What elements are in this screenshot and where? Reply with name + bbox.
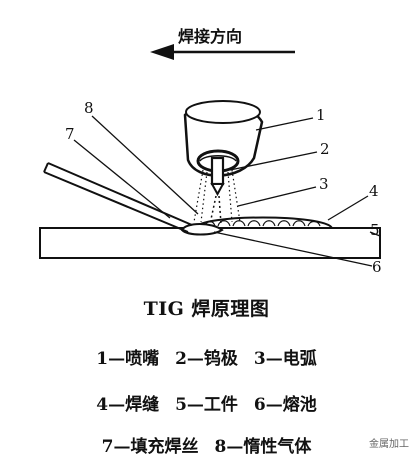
legend-item-inert-gas: 8—惰性气体	[214, 437, 312, 457]
part-number-8: 8	[84, 99, 94, 117]
legend-item-workpiece: 5—工件	[175, 395, 238, 415]
legend-row: 4—焊缝 5—工件 6—熔池	[0, 390, 413, 415]
diagram-title: TIG 焊原理图	[143, 298, 270, 320]
legend-item-nozzle: 1—喷嘴	[96, 349, 160, 369]
legend-item-tungsten: 2—钨极	[175, 349, 238, 369]
part-number-3: 3	[319, 175, 329, 193]
tig-welding-diagram: 焊接方向	[39, 27, 382, 276]
legend-item-arc: 3—电弧	[253, 349, 317, 369]
part-number-1: 1	[316, 106, 326, 124]
leader-lines	[73, 115, 381, 267]
legend-row: 7—填充焊丝 8—惰性气体	[0, 432, 413, 457]
welding-direction-label: 焊接方向	[178, 27, 242, 46]
tungsten-electrode	[210, 156, 225, 197]
welding-direction-arrow	[150, 44, 295, 60]
part-number-4: 4	[369, 182, 379, 200]
legend-row: 1—喷嘴 2—钨极 3—电弧	[0, 344, 413, 369]
part-number-2: 2	[320, 140, 330, 158]
legend-item-weld: 4—焊缝	[96, 395, 160, 415]
part-number-6: 6	[372, 258, 382, 276]
watermark: 金属加工	[369, 439, 409, 450]
part-number-5: 5	[370, 221, 380, 239]
legend-item-filler-wire: 7—填充焊丝	[101, 437, 199, 457]
part-number-7: 7	[65, 125, 75, 143]
weld-bead	[193, 216, 334, 229]
shielding-gas	[193, 169, 241, 223]
legend-item-weld-pool: 6—熔池	[253, 395, 317, 415]
filler-wire	[43, 162, 193, 233]
